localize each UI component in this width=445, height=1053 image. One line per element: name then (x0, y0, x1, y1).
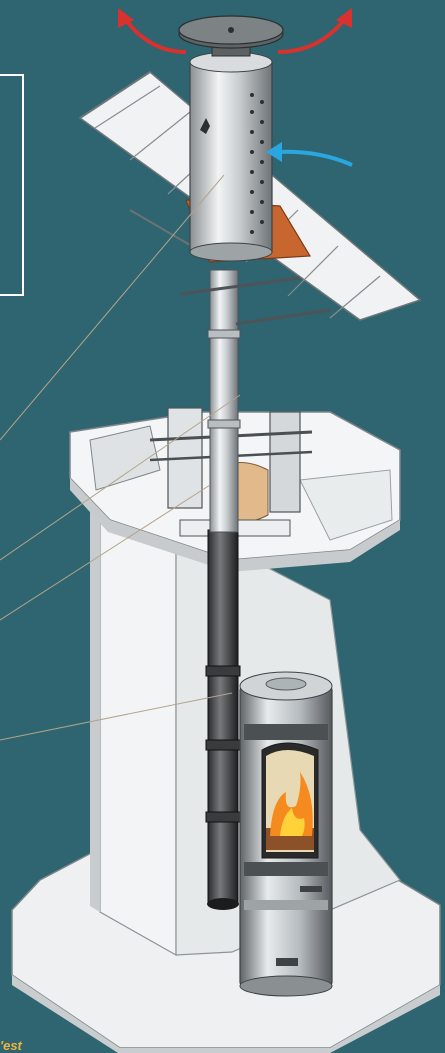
steel-chimney-pipe (207, 269, 241, 533)
chimney-terminal (178, 15, 284, 262)
caption-frame (0, 74, 24, 296)
flame-icon (270, 772, 313, 836)
intake-arrow-icon (266, 142, 353, 167)
exhaust-arrow-icon (118, 8, 352, 54)
footer-text: 'est (0, 1038, 22, 1053)
black-flue-pipe (205, 529, 241, 910)
pointer-lines (0, 174, 241, 741)
wood-stove (239, 671, 333, 997)
